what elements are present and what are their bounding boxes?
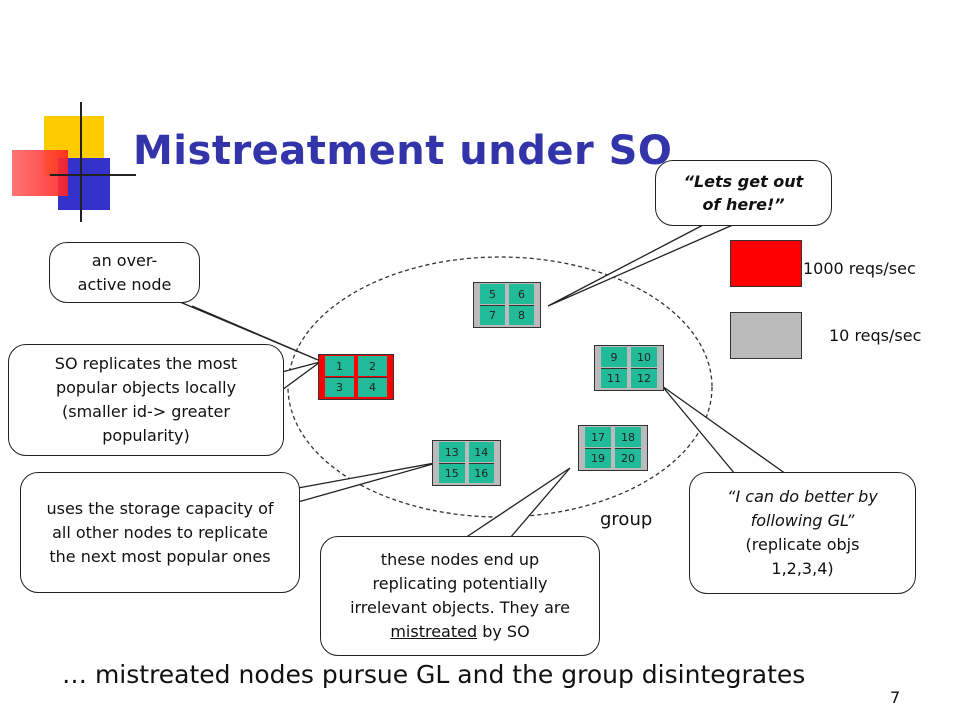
callout-do-better-detail: (replicate objs 1,2,3,4): [745, 535, 860, 578]
object-cell: 15: [439, 463, 465, 483]
object-cell: 2: [358, 356, 387, 376]
object-cell: 14: [468, 442, 494, 462]
object-cell: 19: [585, 448, 611, 468]
callout-get-out-text: “Lets get out of here!”: [683, 172, 804, 214]
object-cell: 1: [325, 356, 354, 376]
object-cell: 16: [468, 463, 494, 483]
object-cell: 5: [480, 284, 505, 304]
object-cell: 18: [615, 427, 641, 447]
logo-decoration: [10, 100, 136, 222]
footer-text: … mistreated nodes pursue GL and the gro…: [62, 660, 806, 689]
callout-get-out: “Lets get out of here!”: [655, 160, 832, 226]
callout-nodes-end-up-suffix: by SO: [477, 622, 530, 641]
callout-do-better-quote: “I can do better by following GL”: [727, 487, 878, 530]
object-cell: 20: [615, 448, 641, 468]
object-cell: 13: [439, 442, 465, 462]
callout-so-replicates: SO replicates the most popular objects l…: [8, 344, 284, 456]
logo-red-square: [12, 150, 68, 196]
group-label: group: [600, 509, 653, 530]
slide-title: Mistreatment under SO: [133, 128, 673, 174]
object-cell: 7: [480, 305, 505, 325]
object-cell: 4: [358, 377, 387, 397]
legend-low-label: 10 reqs/sec: [829, 326, 922, 345]
object-cell: 17: [585, 427, 611, 447]
object-cell: 8: [509, 305, 534, 325]
legend-low-swatch: [730, 312, 802, 359]
callout-tail-so-replicates: [281, 361, 321, 391]
callout-nodes-end-up-prefix: these nodes end up replicating potential…: [350, 550, 570, 617]
callout-tail-do-better: [661, 385, 787, 475]
callout-overactive-text: an over-active node: [77, 250, 172, 294]
callout-nodes-end-up-text: these nodes end up replicating potential…: [344, 548, 576, 644]
callout-tail-uses-storage: [297, 461, 441, 503]
group-ellipse: [287, 256, 713, 518]
object-cell: 9: [601, 347, 627, 367]
legend-high-label: 1000 reqs/sec: [803, 259, 916, 278]
object-cell: 11: [601, 368, 627, 388]
object-cell: 3: [325, 377, 354, 397]
callout-do-better: “I can do better by following GL” (repli…: [689, 472, 916, 594]
object-cell: 12: [631, 368, 657, 388]
callout-tail-nodes-end-up: [464, 467, 571, 539]
callout-overactive-node: an over-active node: [49, 242, 200, 303]
object-cell: 10: [631, 347, 657, 367]
page-number: 7: [890, 688, 901, 707]
callout-so-replicates-text: SO replicates the most popular objects l…: [54, 354, 238, 445]
logo-horizontal-line: [50, 174, 136, 176]
logo-vertical-line: [80, 102, 82, 222]
legend-high-swatch: [730, 240, 802, 287]
callout-uses-storage-text: uses the storage capacity of all other n…: [46, 498, 274, 566]
callout-uses-storage: uses the storage capacity of all other n…: [20, 472, 300, 593]
callout-tail-get-out: [547, 223, 736, 307]
callout-nodes-end-up-underlined: mistreated: [390, 622, 478, 641]
object-cell: 6: [509, 284, 534, 304]
callout-nodes-end-up: these nodes end up replicating potential…: [320, 536, 600, 656]
